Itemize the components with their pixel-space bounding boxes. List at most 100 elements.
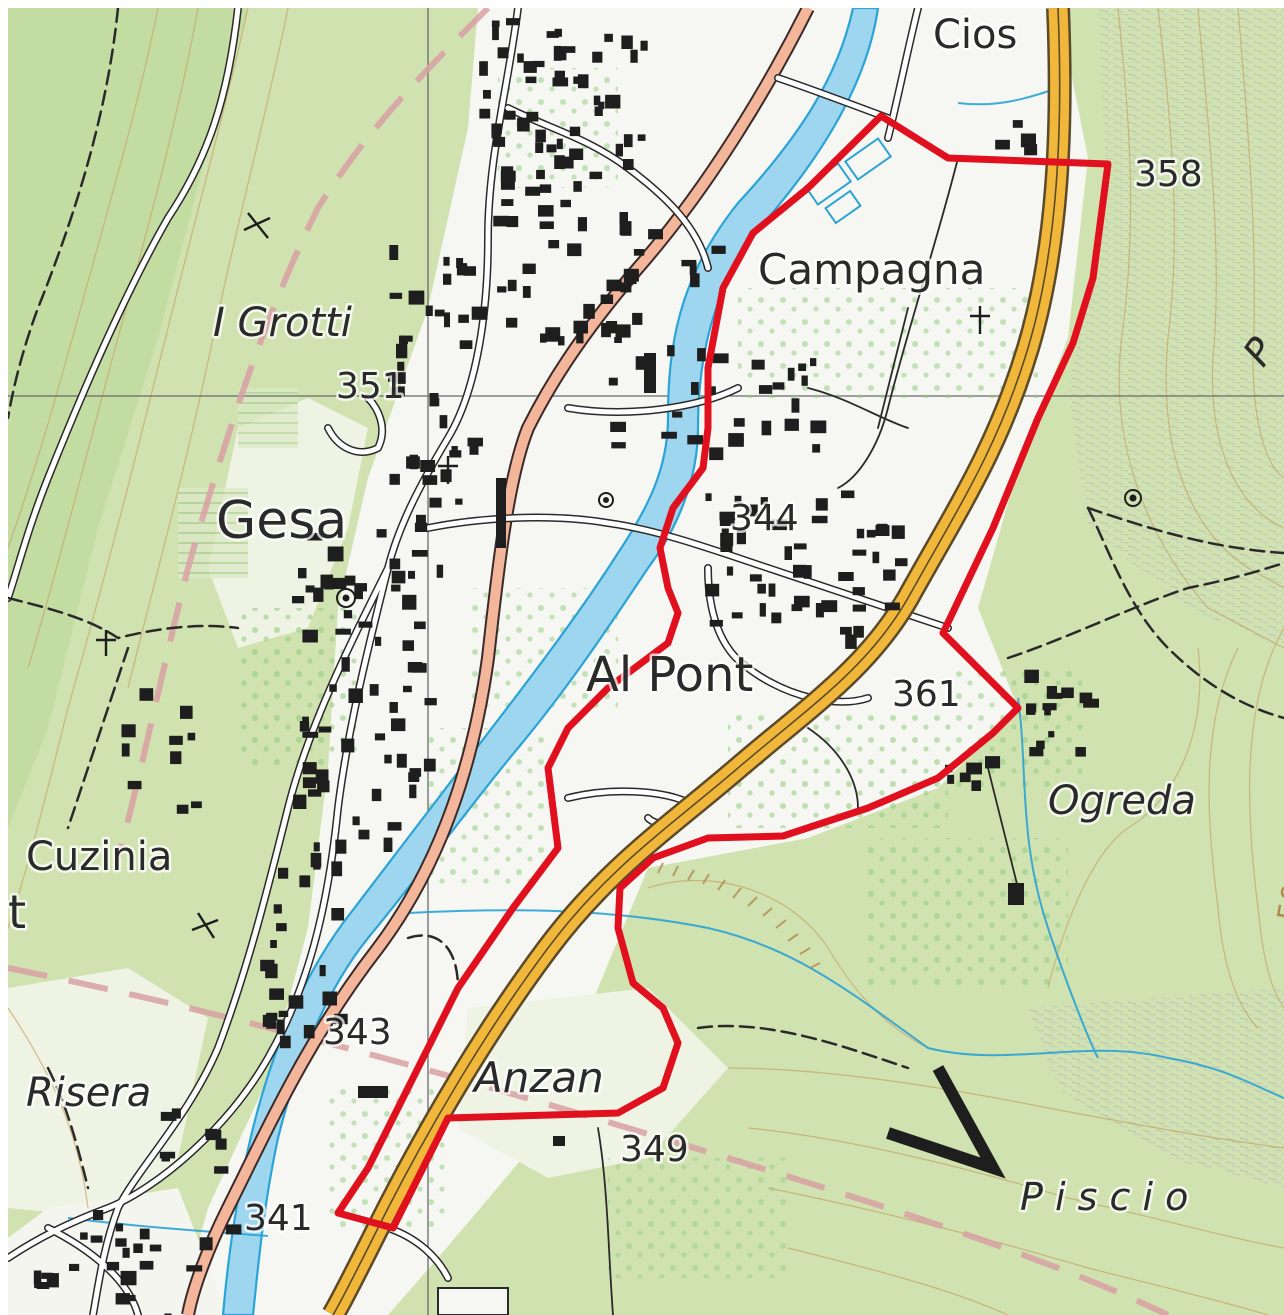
- building: [424, 698, 437, 706]
- building: [525, 76, 537, 84]
- building: [374, 733, 386, 741]
- building: [376, 529, 387, 538]
- building: [545, 327, 561, 342]
- building: [523, 61, 537, 73]
- building: [784, 418, 799, 431]
- building: [322, 991, 337, 1006]
- building: [691, 382, 699, 395]
- building: [610, 421, 626, 432]
- building: [299, 721, 310, 732]
- embankment-hatching: [657, 862, 821, 969]
- building: [1079, 692, 1093, 704]
- building: [106, 1261, 120, 1271]
- building: [187, 732, 196, 741]
- building: [589, 171, 603, 180]
- wayside-cross-icon: [96, 630, 116, 656]
- building: [455, 498, 463, 505]
- building: [337, 841, 346, 852]
- clearing-south: [458, 988, 728, 1178]
- building: [506, 18, 520, 26]
- building: [414, 522, 428, 532]
- vineyard-grotti: [238, 388, 298, 448]
- building: [389, 292, 403, 299]
- building: [734, 495, 742, 503]
- building: [709, 447, 724, 461]
- elevation-351: 351: [336, 366, 405, 407]
- building: [959, 772, 971, 783]
- building: [594, 106, 603, 116]
- building: [517, 117, 530, 132]
- building: [689, 262, 697, 276]
- building: [648, 229, 663, 240]
- map-frame[interactable]: Cios Campagna I Grotti Gesa Al Pont Ogre…: [8, 8, 1284, 1315]
- building: [526, 111, 539, 122]
- elevation-358: 358: [1134, 154, 1203, 195]
- building: [576, 330, 584, 344]
- building: [266, 1022, 277, 1029]
- building: [469, 445, 479, 455]
- buildings: [33, 18, 1099, 1315]
- building: [705, 583, 720, 597]
- building: [396, 343, 408, 359]
- building: [1008, 883, 1024, 905]
- building: [731, 612, 743, 619]
- building: [604, 33, 613, 42]
- building: [335, 628, 351, 635]
- building: [279, 1035, 291, 1049]
- building: [344, 575, 356, 586]
- building: [681, 259, 697, 267]
- building: [391, 584, 401, 592]
- spring-icon: [598, 492, 614, 508]
- spring-icon: [336, 588, 356, 608]
- building: [546, 144, 557, 153]
- building: [429, 393, 439, 407]
- building: [553, 45, 562, 61]
- railway-lines: [8, 8, 1170, 1315]
- label-t-edge: t: [8, 885, 26, 939]
- label-gesa: Gesa: [216, 491, 347, 551]
- building: [733, 418, 745, 427]
- building: [299, 875, 311, 888]
- building: [354, 584, 363, 600]
- building: [608, 377, 618, 386]
- building: [569, 126, 581, 137]
- building: [840, 626, 852, 635]
- building: [791, 604, 803, 612]
- building: [883, 569, 896, 581]
- study-area-perimeter[interactable]: [334, 112, 1112, 1232]
- building: [838, 572, 854, 581]
- building: [292, 596, 305, 604]
- building: [302, 629, 318, 643]
- building: [471, 306, 488, 320]
- building: [768, 583, 776, 597]
- label-anzan: Anzan: [471, 1053, 604, 1102]
- building: [387, 822, 402, 831]
- building: [170, 751, 182, 765]
- wayside-cross-icon: [243, 212, 271, 239]
- building: [606, 321, 618, 334]
- building: [560, 199, 571, 208]
- building: [619, 223, 628, 236]
- building: [759, 603, 766, 617]
- building: [759, 385, 773, 394]
- building: [34, 1275, 41, 1289]
- building: [199, 1237, 213, 1251]
- building: [491, 20, 500, 27]
- building: [121, 724, 136, 738]
- building: [436, 564, 444, 578]
- wayside-cross-icon: [191, 912, 219, 939]
- building: [852, 604, 866, 612]
- building: [120, 1270, 137, 1286]
- building: [821, 600, 838, 613]
- building: [313, 587, 324, 602]
- building: [402, 594, 417, 610]
- building: [396, 753, 407, 768]
- building: [841, 490, 855, 499]
- building: [459, 340, 473, 349]
- building: [798, 565, 812, 578]
- building: [305, 585, 315, 593]
- building: [772, 382, 785, 390]
- building: [260, 959, 275, 972]
- topographic-map[interactable]: Cios Campagna I Grotti Gesa Al Pont Ogre…: [8, 8, 1284, 1315]
